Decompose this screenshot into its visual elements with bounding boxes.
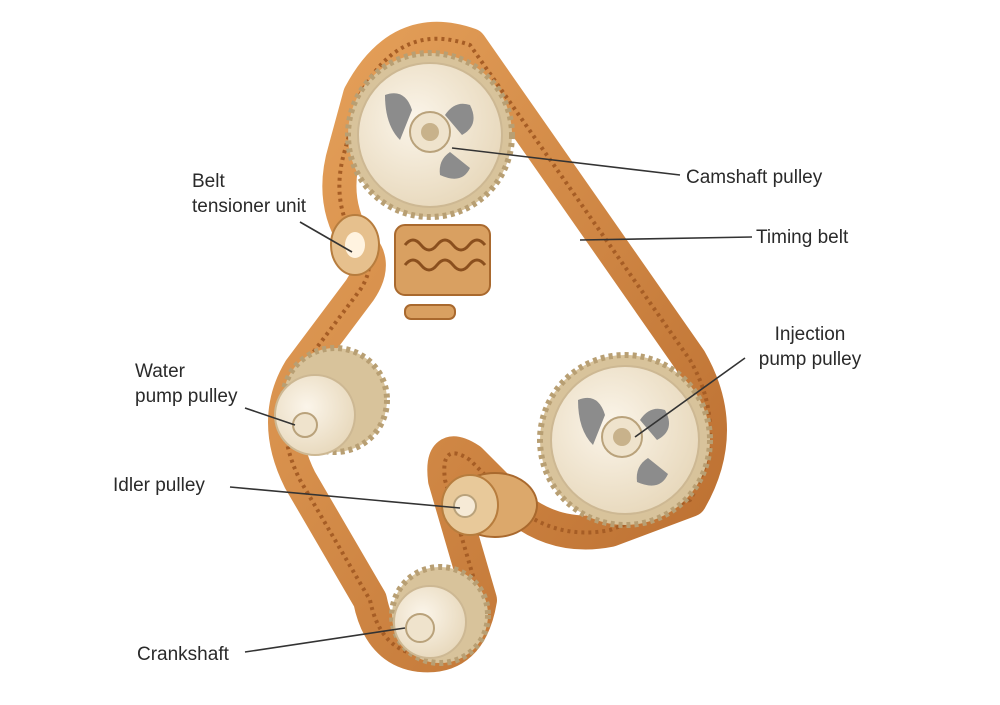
injection-pump-pulley (537, 352, 713, 528)
label-water-line2: pump pulley (135, 386, 238, 407)
label-injection-line2: pump pulley (758, 349, 862, 370)
leader-injection (634, 357, 746, 438)
camshaft-pulley (345, 50, 515, 220)
crankshaft-pulley (389, 564, 491, 666)
label-water-line1: Water (135, 361, 185, 382)
water-pump-pulley (274, 345, 390, 456)
label-timing-belt: Timing belt (756, 227, 849, 248)
leader-camshaft (451, 147, 681, 176)
label-belt-tensioner-line2: tensioner unit (192, 196, 307, 217)
leader-idler (229, 486, 461, 509)
leader-timing-belt (579, 236, 753, 241)
leader-lines (229, 147, 753, 653)
label-belt-tensioner-line1: Belt (192, 171, 225, 192)
belt-tensioner-unit (330, 214, 491, 320)
idler-pulley (441, 472, 538, 538)
label-injection-line1: Injection (774, 324, 846, 345)
leader-water (244, 407, 296, 426)
label-camshaft-pulley: Camshaft pulley (686, 167, 823, 188)
leader-tensioner (299, 221, 353, 253)
label-crankshaft: Crankshaft (137, 644, 229, 665)
leader-crankshaft (244, 627, 406, 653)
label-idler-pulley: Idler pulley (113, 475, 205, 496)
